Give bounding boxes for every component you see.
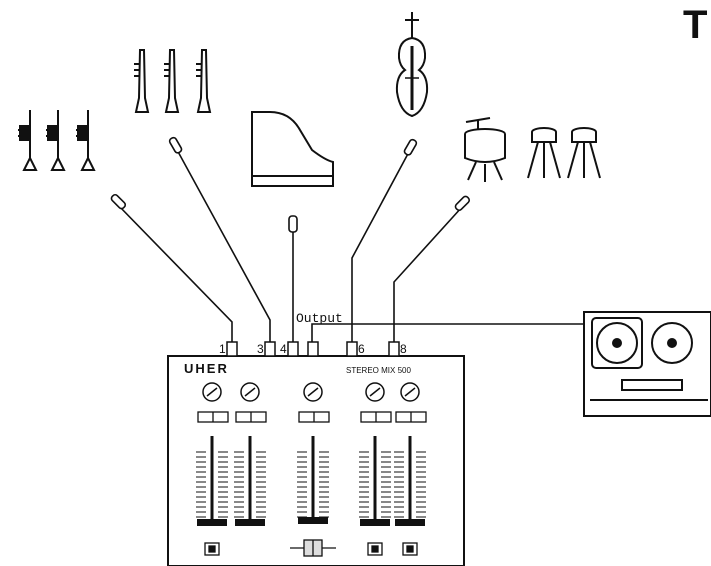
input-number-6: 6 [358, 342, 365, 356]
output-label: Output [296, 311, 343, 326]
bottom-buttons [204, 539, 418, 557]
microphone-1-icon [110, 193, 127, 210]
grand-piano-icon [251, 111, 334, 187]
input-connectors [226, 341, 400, 357]
input-number-8: 8 [400, 342, 407, 356]
mixer-model: STEREO MIX 500 [346, 366, 411, 375]
clarinets-icon [134, 49, 212, 113]
fader-cap-1 [197, 519, 227, 526]
violin-icon [395, 12, 429, 118]
mixer-panel: 1 3 4 6 8 UHER STEREO MIX 500 [167, 341, 465, 566]
gain-knobs [202, 382, 420, 402]
tape-recorder-icon [583, 311, 711, 417]
corner-letter: T [683, 3, 707, 47]
drum-kit-icon [464, 117, 601, 182]
microphone-cables [117, 147, 584, 345]
fader-cap-3 [298, 517, 328, 524]
microphone-4-icon [288, 215, 298, 233]
input-number-3: 3 [257, 342, 264, 356]
input-number-4: 4 [280, 342, 287, 356]
mixer-brand: UHER [184, 361, 229, 376]
fader-cap-2 [235, 519, 265, 526]
microphone-6-icon [403, 138, 418, 156]
microphone-8-icon [454, 195, 471, 212]
fader-cap-4 [360, 519, 390, 526]
faders [197, 436, 425, 526]
trumpets-icon [18, 110, 96, 171]
fader-scales [196, 451, 426, 518]
microphone-3-icon [168, 136, 183, 154]
fader-cap-5 [395, 519, 425, 526]
channel-switches [197, 411, 427, 423]
microphones [110, 136, 471, 233]
input-number-1: 1 [219, 342, 226, 356]
